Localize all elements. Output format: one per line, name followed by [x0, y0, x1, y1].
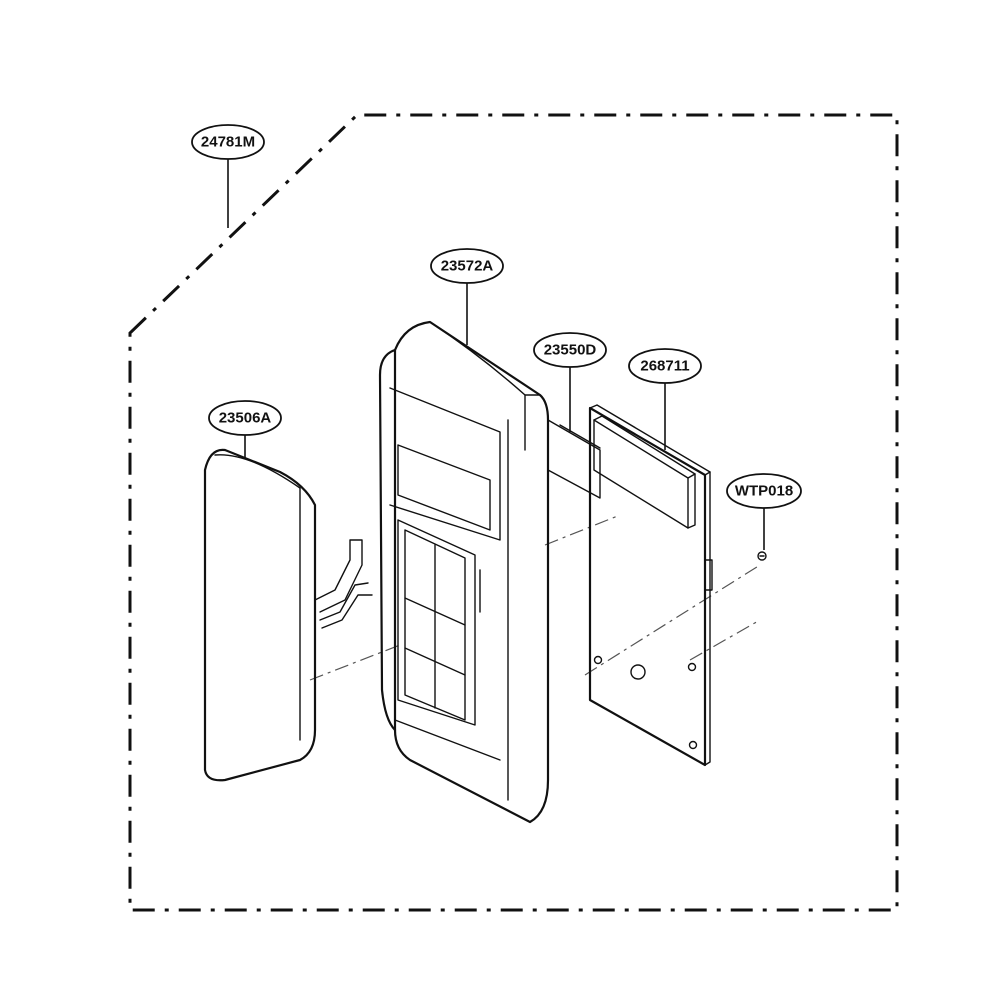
callout-screw[interactable]: WTP018	[726, 473, 802, 550]
membrane-switch[interactable]	[547, 419, 601, 499]
callout-control-panel[interactable]: 23572A	[430, 248, 504, 345]
ribbon-cable	[314, 539, 373, 629]
callout-label: 23506A	[219, 410, 272, 427]
callout-door-panel[interactable]: 23506A	[208, 400, 282, 458]
keypad-grid	[397, 519, 476, 726]
callout-label: WTP018	[735, 483, 793, 500]
pcb-assembly[interactable]	[588, 404, 713, 767]
callout-label: 268711	[640, 358, 689, 375]
callout-label: 23572A	[441, 258, 494, 275]
control-panel[interactable]	[378, 320, 550, 824]
callout-label: 23550D	[544, 342, 597, 359]
callout-label: 24781M	[201, 134, 255, 151]
callout-assembly[interactable]: 24781M	[191, 124, 265, 228]
door-panel[interactable]	[203, 448, 373, 782]
screw[interactable]	[757, 551, 767, 561]
assembly-boundary	[128, 113, 899, 912]
projection-lines	[309, 514, 761, 681]
callout-membrane-switch[interactable]: 23550D	[533, 332, 607, 432]
display-window	[397, 444, 491, 531]
callout-pcb-assembly[interactable]: 268711	[628, 348, 702, 450]
